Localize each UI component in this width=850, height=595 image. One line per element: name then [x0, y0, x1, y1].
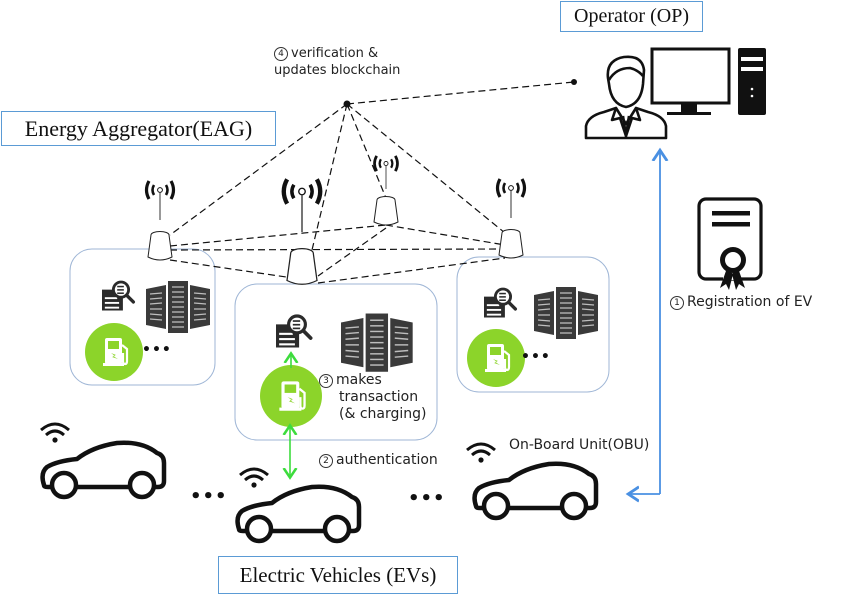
antenna-icon [284, 179, 320, 232]
more-chargers-ellipsis: ••• [521, 349, 551, 365]
operator-link-end [571, 79, 577, 85]
electric-vehicle-icon [43, 443, 164, 497]
server-rack-icon [145, 280, 211, 334]
more-vehicles-ellipsis: ••• [190, 486, 228, 507]
electric-vehicle-icon [475, 464, 596, 518]
certificate-icon [697, 197, 763, 290]
eag-box-center [234, 283, 438, 441]
wifi-icon [465, 442, 497, 465]
wifi-icon [39, 422, 71, 445]
server-rack-icon [340, 312, 414, 373]
step-number: 1 [670, 296, 684, 310]
step-3-line1: makes [336, 372, 382, 388]
base-station-icon [373, 196, 399, 226]
document-search-icon [482, 287, 518, 320]
step-1-text: Registration of EV [687, 294, 813, 310]
antenna-icon [373, 154, 399, 191]
base-station-icon [498, 229, 524, 259]
electric-vehicles-label: Electric Vehicles (EVs) [218, 556, 458, 594]
obu-label: On-Board Unit(OBU) [509, 437, 650, 453]
operator-label: Operator (OP) [560, 1, 703, 32]
step-number: 2 [319, 454, 333, 468]
more-vehicles-ellipsis: ••• [408, 488, 446, 509]
energy-aggregator-label: Energy Aggregator(EAG) [1, 111, 276, 146]
wifi-icon [238, 467, 270, 490]
document-search-icon [100, 280, 136, 313]
operator-person-icon [584, 55, 668, 140]
step-4-line1: verification & [291, 46, 379, 61]
step-number: 4 [274, 47, 288, 61]
pc-tower-icon [738, 48, 766, 115]
eag-box-left [69, 248, 216, 386]
antenna-icon [495, 177, 527, 220]
base-station-icon [147, 231, 173, 261]
step-number: 3 [319, 374, 333, 388]
more-chargers-ellipsis: ••• [142, 342, 172, 358]
blockchain-hub-node [343, 100, 351, 108]
blockchain-network-links [169, 81, 575, 284]
antenna-icon [144, 179, 176, 222]
base-station-icon [286, 248, 318, 285]
step-3-line3: (& charging) [339, 406, 427, 422]
eag-box-right [456, 256, 610, 393]
document-search-icon [274, 314, 313, 350]
step-4-line2: updates blockchain [274, 63, 401, 78]
monitor-icon [650, 47, 731, 115]
step-3-line2: transaction [339, 389, 419, 405]
server-rack-icon [533, 286, 599, 340]
step-2-text: authentication [336, 452, 438, 468]
electric-vehicle-icon [238, 487, 359, 541]
